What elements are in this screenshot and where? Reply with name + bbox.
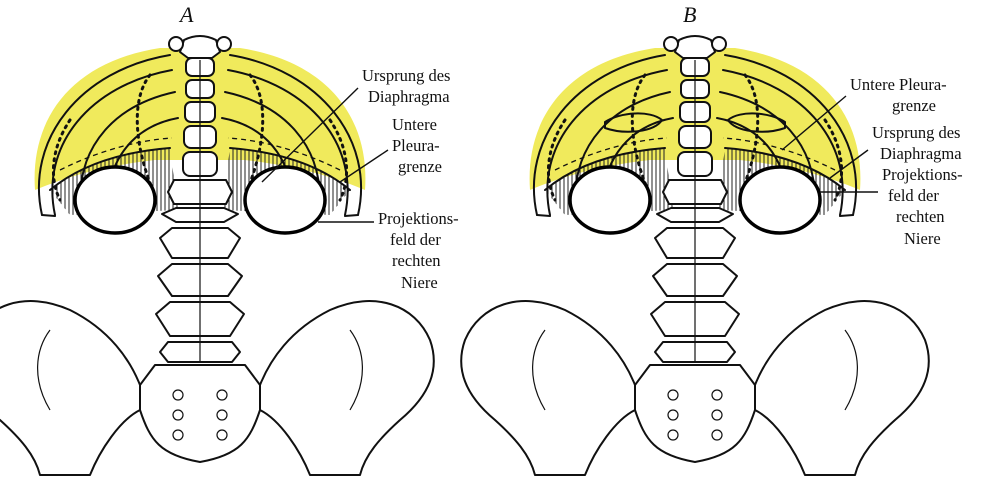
panel-b-label-pleura-2: grenze (892, 96, 936, 115)
panel-b-label-ursprung-2: Diaphragma (880, 144, 962, 163)
panel-a-label-pleura-2: Pleura- (392, 136, 440, 155)
panel-a-label-pleura-3: grenze (398, 157, 442, 176)
panel-a-label-proj-4: Niere (401, 273, 438, 292)
panel-a-label-ursprung-2: Diaphragma (368, 87, 450, 106)
panel-a-label-proj-2: feld der (390, 230, 441, 249)
panel-b-label-proj-4: Niere (904, 229, 941, 248)
panel-b-letter: B (683, 2, 696, 27)
panel-a-label-pleura-1: Untere (392, 115, 437, 134)
panel-b-label-ursprung-1: Ursprung des (872, 123, 960, 142)
panel-a-label-ursprung-1: Ursprung des (362, 66, 450, 85)
panel-b-label-proj-2: feld der (888, 186, 939, 205)
panel-b-label-pleura-1: Untere Pleura- (850, 75, 947, 94)
panel-b: B Untere Pleura- grenze Ursprung des Dia… (461, 2, 962, 475)
panel-a-label-proj-3: rechten (392, 251, 441, 270)
panel-b-label-proj-3: rechten (896, 207, 945, 226)
panel-a-letter: A (178, 2, 194, 27)
panel-a-label-proj-1: Projektions- (378, 209, 459, 228)
panel-b-label-proj-1: Projektions- (882, 165, 963, 184)
panel-a: A Ursprung des Diaphragma Untere Pleura-… (0, 2, 459, 475)
